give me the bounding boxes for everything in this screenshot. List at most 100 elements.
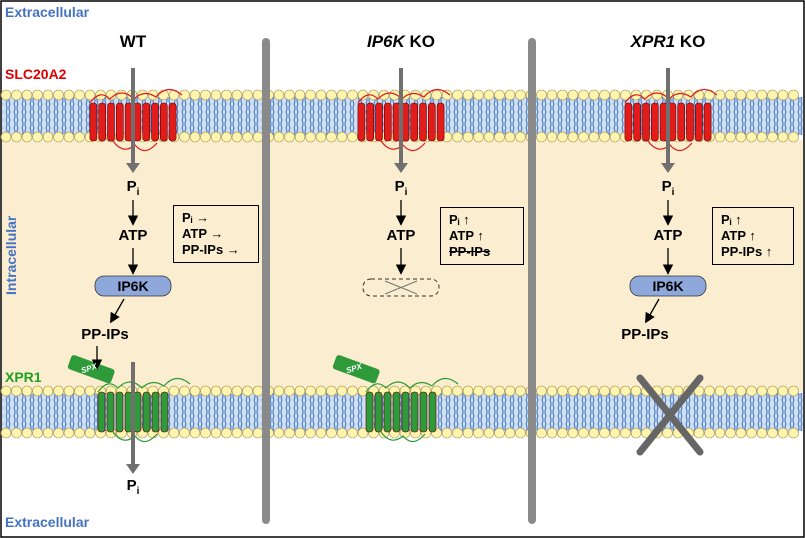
lipid-head: [557, 89, 568, 101]
lipid-head: [494, 385, 505, 397]
lipid-head: [284, 89, 295, 101]
lipid-head: [273, 385, 285, 397]
lipid-head: [357, 427, 369, 439]
lipid-head: [32, 89, 43, 101]
lipid-head: [536, 385, 547, 397]
lipid-head: [693, 427, 705, 439]
helix: [633, 102, 642, 142]
lipid-head: [389, 89, 400, 101]
helix: [624, 102, 633, 142]
wt-pp-ips: PP-IPs: [81, 326, 129, 343]
helix: [410, 391, 419, 433]
lipid-head: [567, 427, 579, 439]
extracellular-top-label: Extracellular: [5, 4, 90, 20]
lipid-head: [725, 89, 736, 101]
lipid-head: [179, 89, 190, 101]
lipid-head: [273, 131, 285, 143]
lipid-head: [21, 89, 33, 101]
lipid-head: [609, 131, 621, 143]
lipid-head: [756, 427, 768, 439]
lipid-head: [588, 89, 600, 101]
lipid-head: [221, 89, 232, 101]
lipid-head: [252, 385, 264, 397]
helix: [366, 102, 375, 142]
lipid-head: [74, 427, 85, 439]
lipid-head: [536, 427, 547, 439]
helix: [374, 391, 383, 433]
helix: [89, 102, 98, 142]
helix: [106, 391, 115, 433]
lipid-head: [21, 131, 33, 143]
slc20a2-transporter: [89, 88, 183, 152]
helix: [392, 391, 401, 433]
lipid-head: [326, 427, 337, 439]
lipid-head: [231, 427, 243, 439]
lipid-head: [137, 89, 148, 101]
lipid-head: [294, 427, 306, 439]
lipid-head: [273, 89, 285, 101]
lipid-head: [746, 131, 757, 143]
lipid-head: [483, 89, 495, 101]
helix: [410, 102, 419, 142]
lipid-head: [42, 131, 54, 143]
xpr1-ko-status-box: Pᵢ ↑ ATP ↑ PP-IPs ↑: [712, 207, 794, 265]
lipid-head: [588, 427, 600, 439]
lipid-head: [504, 385, 516, 397]
helix: [650, 102, 659, 142]
lipid-head: [494, 427, 505, 439]
lipid-head: [221, 385, 232, 397]
xpr1-label: XPR1: [5, 369, 42, 385]
lipid-head: [336, 385, 348, 397]
lipid-head: [483, 427, 495, 439]
lipid-head: [252, 131, 264, 143]
helix: [142, 391, 151, 433]
lipid-head: [588, 385, 600, 397]
lipid-head: [515, 131, 526, 143]
lipid-head: [32, 385, 43, 397]
lipid-head: [11, 89, 22, 101]
lipid-head: [735, 89, 747, 101]
lipid-head: [473, 89, 484, 101]
lipid-head: [210, 427, 222, 439]
lipid-head: [53, 385, 64, 397]
lipid-head: [452, 385, 463, 397]
lipid-head: [494, 131, 505, 143]
lipid-head: [557, 385, 568, 397]
ip6k-to-ppips-arrow: [110, 298, 125, 324]
extracellular-bottom-label: Extracellular: [5, 514, 90, 530]
helix: [365, 391, 374, 433]
lipid-head: [189, 427, 201, 439]
lipid-head: [536, 89, 547, 101]
lipid-head: [242, 89, 253, 101]
lipid-head: [767, 131, 778, 143]
lipid-head: [620, 427, 631, 439]
lipid-head: [21, 385, 33, 397]
lipid-head: [756, 385, 768, 397]
lipid-head: [578, 89, 589, 101]
lipid-head: [200, 89, 211, 101]
lipid-head: [620, 89, 631, 101]
wt-status-atp: ATP →: [182, 226, 224, 241]
lipid-head: [42, 385, 54, 397]
lipid-head: [714, 131, 726, 143]
lipid-head: [63, 385, 75, 397]
helix: [107, 102, 115, 142]
lipid-head: [767, 89, 778, 101]
lipid-head: [231, 89, 243, 101]
lipid-head: [284, 427, 295, 439]
xpr1-transporter: [97, 377, 191, 443]
lipid-head: [74, 89, 85, 101]
lipid-head: [315, 131, 327, 143]
lipid-head: [74, 131, 85, 143]
wt-status-ppips: PP-IPs →: [182, 242, 240, 257]
helix: [168, 102, 177, 142]
lipid-head: [746, 385, 757, 397]
lipid-head: [53, 89, 64, 101]
lipid-head: [693, 385, 705, 397]
lipid-head: [557, 427, 568, 439]
lipid-head: [84, 89, 96, 101]
ip6k-ko-pi: Pi: [394, 178, 408, 198]
lipid-head: [347, 89, 358, 101]
helix: [383, 391, 392, 433]
loop: [365, 377, 459, 393]
